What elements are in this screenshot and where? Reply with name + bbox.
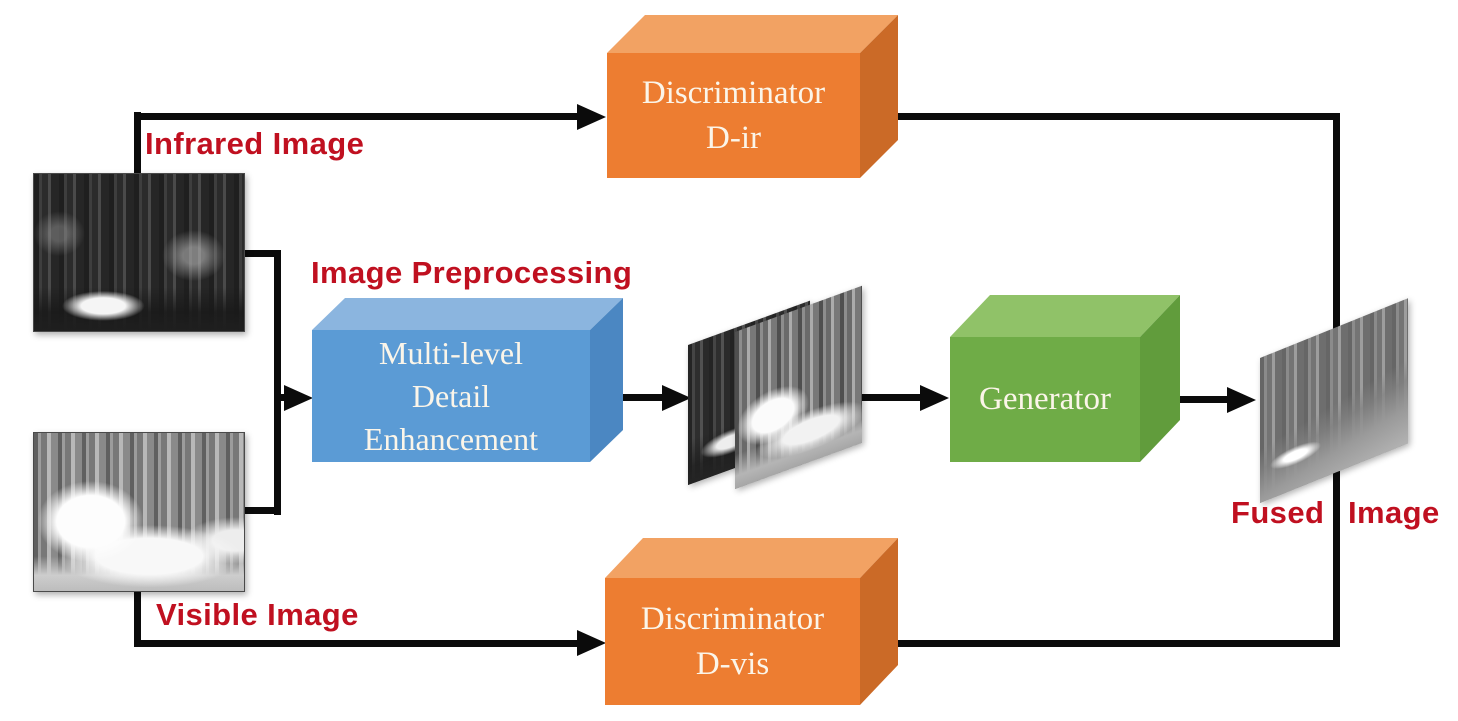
- arrowhead-into-generator-icon: [920, 385, 949, 411]
- preprocessing-line1: Multi-level: [379, 334, 523, 371]
- preprocessing-box-top-face: [312, 298, 623, 330]
- line-infrared-up: [134, 112, 141, 174]
- enhanced-visible-photo: [735, 285, 862, 489]
- generator-label: Generator: [979, 381, 1111, 417]
- preprocessing-line3: Enhancement: [363, 420, 539, 457]
- infrared-image-label: Infrared Image: [145, 126, 365, 161]
- d-ir-box-top-face: [607, 15, 898, 53]
- line-fused-to-d-vis: [886, 640, 1340, 647]
- generator-box-label: Generator: [950, 337, 1140, 462]
- line-merge-to-preprocessing: [274, 394, 288, 401]
- d-vis-box-top-face: [605, 538, 898, 578]
- d-ir-box-label: Discriminator D-ir: [607, 53, 860, 178]
- d-ir-line2: D-ir: [706, 119, 761, 156]
- arrowhead-into-d-vis-left-icon: [577, 630, 606, 656]
- generator-box-top-face: [950, 295, 1180, 337]
- line-preprocessing-to-details: [590, 394, 662, 401]
- d-vis-box-label: Discriminator D-vis: [605, 578, 860, 705]
- d-ir-line1: Discriminator: [641, 74, 826, 111]
- preprocessing-box: [312, 330, 590, 462]
- d-vis-line1: Discriminator: [640, 600, 825, 637]
- arrowhead-into-d-ir-left-icon: [577, 104, 606, 130]
- fused-image-label-word1: Fused: [1231, 495, 1325, 530]
- line-fused-down: [1333, 471, 1340, 647]
- preprocessing-box-side-face: [590, 298, 623, 462]
- arrowhead-into-preprocessing-icon: [284, 385, 313, 411]
- generator-box: [950, 337, 1140, 462]
- arrowhead-into-details-icon: [662, 385, 691, 411]
- line-fused-up: [1333, 113, 1340, 329]
- d-ir-box: [607, 53, 860, 178]
- line-fused-to-d-ir: [885, 113, 1340, 120]
- line-merge-vertical: [274, 250, 281, 515]
- line-infrared-to-d-ir: [134, 113, 584, 120]
- visible-image-label: Visible Image: [156, 597, 359, 632]
- line-details-to-generator: [860, 394, 920, 401]
- preprocessing-line2: Detail: [411, 377, 491, 414]
- d-vis-box: [605, 578, 860, 705]
- arrowhead-into-fused-icon: [1227, 387, 1256, 413]
- image-preprocessing-label: Image Preprocessing: [311, 255, 633, 290]
- fused-photo: [1260, 298, 1408, 503]
- d-vis-line2: D-vis: [695, 645, 770, 682]
- line-visible-stub: [243, 507, 281, 514]
- infrared-photo: [33, 173, 245, 332]
- line-visible-to-d-vis: [134, 640, 577, 647]
- visible-photo: [33, 432, 245, 592]
- line-generator-to-fused: [1140, 396, 1227, 403]
- preprocessing-box-label: Multi-level Detail Enhancement: [312, 330, 590, 462]
- fused-image-label-word2: Image: [1348, 495, 1440, 530]
- line-visible-down: [134, 588, 141, 647]
- line-infrared-stub: [243, 250, 281, 257]
